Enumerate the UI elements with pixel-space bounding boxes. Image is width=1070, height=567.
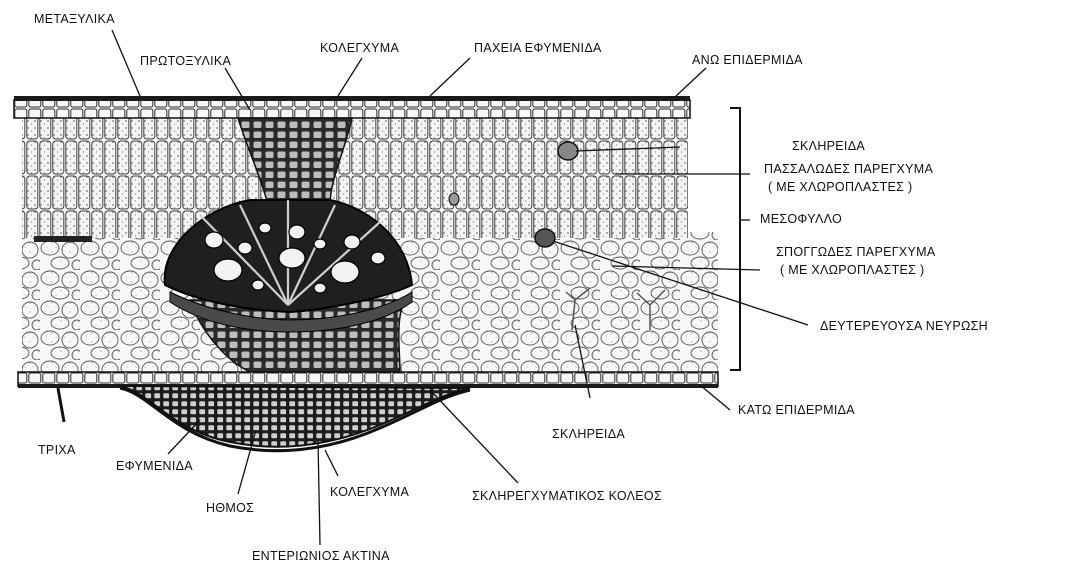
label-upper-epidermis: ΑΝΩ ΕΠΙΔΕΡΜΙΔΑ	[692, 53, 803, 67]
label-secondary-vein: ΔΕΥΤΕΡΕΥΟΥΣΑ ΝΕΥΡΩΣΗ	[820, 319, 988, 333]
label-collenchyma-top: ΚΟΛΕΓΧΥΜΑ	[320, 41, 400, 55]
label-medullary-ray: ΕΝΤΕΡΙΩΝΙΟΣ ΑΚΤΙΝΑ	[252, 549, 390, 563]
upper-cuticle	[14, 96, 690, 101]
label-spongy-line1: ΣΠΟΓΓΩΔΕΣ ΠΑΡΕΓΧΥΜΑ	[776, 245, 936, 259]
label-trichome: ΤΡΙΧΑ	[38, 443, 76, 457]
label-protoxylem: ΠΡΩΤΟΞΥΛΙΚΑ	[140, 54, 232, 68]
label-sclereid-bottom: ΣΚΛΗΡΕΙΔΑ	[552, 427, 625, 441]
label-spongy-line2: ( ΜΕ ΧΛΩΡΟΠΛΑΣΤΕΣ )	[780, 263, 924, 277]
label-sclerenchyma-sheath: ΣΚΛΗΡΕΓΧΥΜΑΤΙΚΟΣ ΚΟΛΕΟΣ	[472, 489, 662, 503]
lower-epidermis	[18, 372, 718, 386]
label-palisade-line2: ( ΜΕ ΧΛΩΡΟΠΛΑΣΤΕΣ )	[768, 180, 912, 194]
label-lower-epidermis: ΚΑΤΩ ΕΠΙΔΕΡΜΙΔΑ	[738, 403, 855, 417]
label-metaxylem: ΜΕΤΑΞΥΛΙΚΑ	[34, 12, 115, 26]
label-phloem: ΗΘΜΟΣ	[206, 501, 254, 515]
upper-epidermis	[14, 100, 690, 118]
label-cuticle: ΕΦΥΜΕΝΙΔΑ	[116, 459, 193, 473]
label-mesophyll: ΜΕΣΟΦΥΛΛΟ	[760, 212, 842, 226]
lower-bulge	[120, 386, 470, 447]
label-collenchyma-bottom: ΚΟΛΕΓΧΥΜΑ	[330, 485, 410, 499]
label-palisade-line1: ΠΑΣΣΑΛΩΔΕΣ ΠΑΡΕΓΧΥΜΑ	[764, 162, 933, 176]
label-sclereid-top: ΣΚΛΗΡΕΙΔΑ	[792, 139, 865, 153]
trichome-shape	[58, 388, 64, 422]
mesophyll-bracket	[730, 108, 740, 370]
label-thick-cuticle: ΠΑΧΕΙΑ ΕΦΥΜΕΝΙΔΑ	[474, 41, 602, 55]
